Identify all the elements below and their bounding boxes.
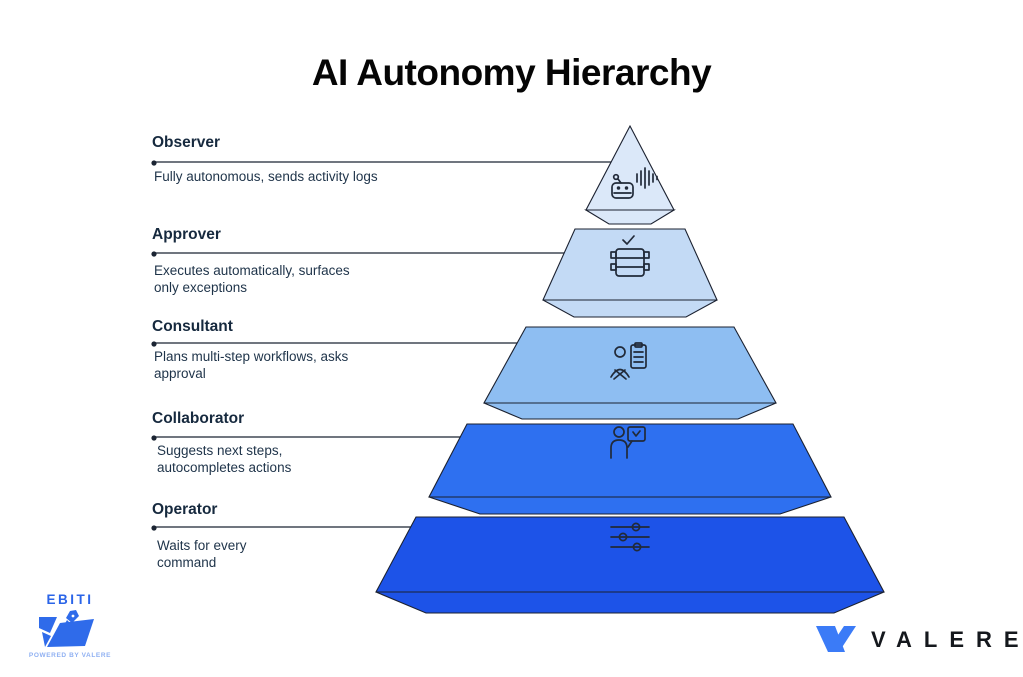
- collaborator-face: [428, 423, 832, 498]
- sliders-icon: [610, 522, 650, 552]
- ebiti-tagline: POWERED BY VALERE: [28, 652, 112, 659]
- level-label-consultant: Consultant: [152, 318, 233, 335]
- page-title: AI Autonomy Hierarchy: [311, 52, 712, 93]
- robot-activity-icon: [611, 167, 658, 199]
- level-desc-operator: Waits for every command: [157, 538, 247, 570]
- operator-face: [375, 516, 885, 593]
- pyramid-level-operator: [375, 516, 885, 614]
- ebiti-logo-icon: [39, 610, 94, 647]
- ebiti-wordmark: EBITI: [46, 592, 94, 607]
- level-label-observer: Observer: [152, 134, 221, 151]
- server-check-icon: [610, 235, 650, 277]
- level-desc-consultant: Plans multi-step workflows, asks approva…: [154, 349, 349, 381]
- level-desc-approver: Executes automatically, surfaces only ex…: [154, 263, 350, 295]
- observer-underside: [584, 209, 676, 225]
- person-chat-icon: [610, 426, 646, 459]
- pyramid-level-collaborator: [428, 423, 832, 515]
- ebiti-logo: EBITI POWERED BY VALERE: [18, 592, 122, 659]
- connector-dot-collaborator: [151, 435, 157, 441]
- pyramid-level-approver: [542, 228, 718, 318]
- consultant-face: [483, 326, 777, 404]
- level-label-approver: Approver: [152, 226, 221, 243]
- level-desc-observer: Fully autonomous, sends activity logs: [154, 169, 378, 184]
- connector-dot-approver: [151, 251, 157, 257]
- person-clipboard-icon: [610, 342, 647, 380]
- connector-lines: [151, 160, 611, 531]
- level-label-collaborator: Collaborator: [152, 410, 245, 427]
- valere-logo: VALERE: [815, 622, 1023, 656]
- valere-logo-icon: [816, 626, 856, 652]
- collaborator-underside: [428, 496, 832, 515]
- level-label-operator: Operator: [152, 501, 218, 518]
- connector-dot-operator: [151, 525, 157, 531]
- consultant-underside: [483, 402, 777, 420]
- pyramid-level-observer: [584, 124, 676, 225]
- pyramid-level-consultant: [483, 326, 777, 420]
- connector-dot-observer: [151, 160, 157, 166]
- level-desc-collaborator: Suggests next steps, autocompletes actio…: [157, 443, 292, 475]
- approver-underside: [542, 299, 718, 318]
- operator-underside: [375, 591, 885, 614]
- connector-dot-consultant: [151, 341, 157, 347]
- valere-wordmark: VALERE: [871, 627, 1023, 652]
